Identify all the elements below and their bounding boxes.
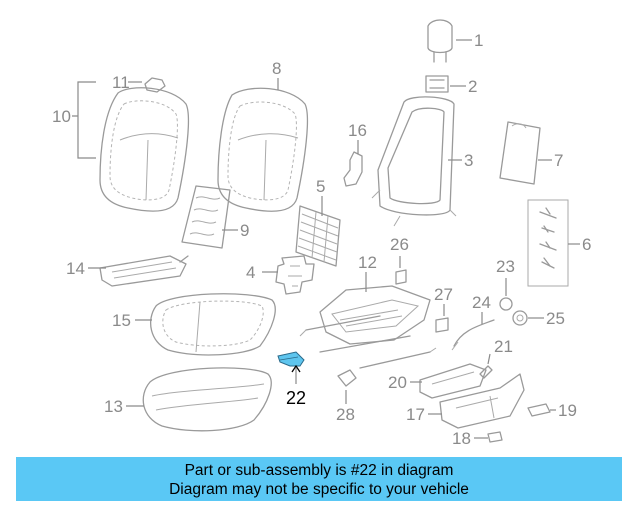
callout-23: 23	[496, 257, 515, 276]
part-15-cushion-cover	[150, 293, 276, 356]
callout-20: 20	[388, 373, 407, 392]
banner-line-2: Diagram may not be specific to your vehi…	[169, 481, 469, 498]
part-1-headrest	[427, 19, 453, 63]
seat-parts-diagram: 1 2 3 4 5 6 7 8 9 10 11 12 13 14 15 16 1…	[52, 19, 591, 448]
part-7-back-board	[499, 121, 541, 185]
part-28-clip	[337, 369, 357, 387]
part-13-cushion-pad	[142, 367, 272, 432]
part-14-mat	[99, 255, 189, 287]
callout-10: 10	[52, 107, 71, 126]
callout-4: 4	[246, 263, 255, 282]
part-12-seat-frame	[299, 285, 437, 369]
callout-15: 15	[112, 311, 131, 330]
part-20-inner-shield	[419, 363, 487, 399]
part-9-pad	[181, 185, 231, 249]
part-27-cap	[435, 317, 449, 333]
part-5-spring-panel	[295, 205, 341, 267]
part-17-outer-shield	[439, 373, 525, 429]
callout-26: 26	[390, 235, 409, 254]
callout-1: 1	[474, 31, 483, 50]
part-26-clip	[395, 269, 407, 285]
part-23-knob	[499, 297, 513, 311]
callout-22: 22	[286, 388, 306, 408]
callout-21: 21	[494, 337, 513, 356]
callout-27: 27	[434, 285, 453, 304]
callout-17: 17	[406, 405, 425, 424]
callout-2: 2	[468, 77, 477, 96]
part-11-clip	[144, 77, 166, 93]
part-19-trim	[527, 403, 551, 417]
callout-14: 14	[66, 259, 85, 278]
callout-11: 11	[112, 73, 130, 92]
banner-line-1: Part or sub-assembly is #22 in diagram	[184, 462, 454, 479]
callout-13: 13	[104, 397, 123, 416]
part-4-lumbar	[275, 255, 315, 295]
part-24-cable	[451, 319, 495, 351]
callout-3: 3	[464, 151, 473, 170]
callout-24: 24	[472, 293, 491, 312]
part-25-knob	[512, 310, 528, 326]
callout-18: 18	[452, 429, 471, 448]
part-21-screw	[479, 365, 493, 379]
part-16-cover	[343, 151, 363, 187]
callout-12: 12	[358, 253, 377, 272]
part-10-seat-back-cover	[99, 87, 190, 212]
callout-25: 25	[546, 309, 565, 328]
part-22-highlighted	[277, 351, 305, 367]
callout-9: 9	[240, 221, 249, 240]
callout-28: 28	[336, 405, 355, 424]
callout-6: 6	[582, 235, 591, 254]
callout-16: 16	[348, 121, 367, 140]
part-3-back-frame	[371, 96, 457, 227]
leader-21	[487, 353, 491, 365]
leader-10	[72, 81, 96, 159]
callout-8: 8	[272, 59, 281, 78]
callout-19: 19	[558, 401, 577, 420]
part-18-cap	[487, 431, 503, 443]
part-2-guide	[425, 75, 449, 93]
callout-7: 7	[554, 151, 563, 170]
leader-22-arrowhead	[291, 364, 301, 373]
callout-5: 5	[316, 177, 325, 196]
part-6-fastener-group	[527, 199, 569, 287]
part-8-seat-back-cover	[217, 87, 309, 212]
info-banner: Part or sub-assembly is #22 in diagram D…	[16, 457, 622, 501]
